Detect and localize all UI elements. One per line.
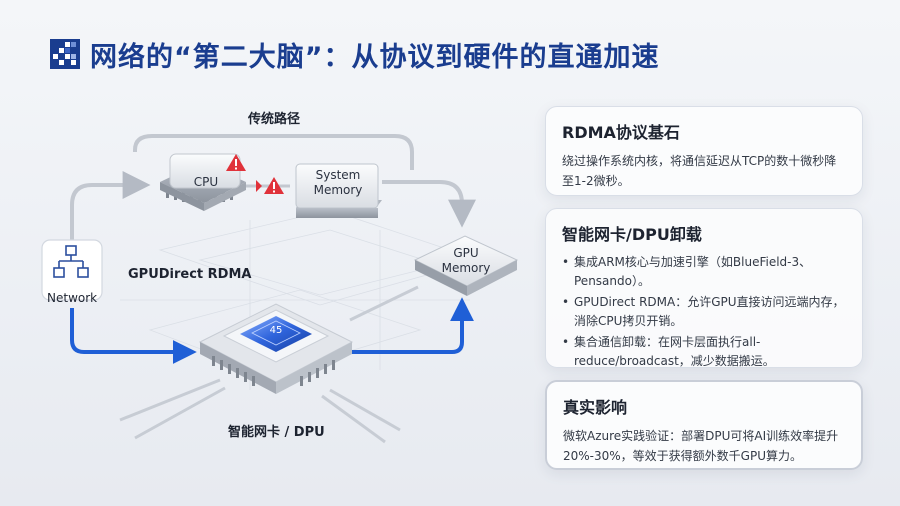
title-bar: 网络的“第二大脑”：从协议到硬件的直通加速 <box>50 34 660 74</box>
gpudirect-label: GPUDirect RDMA <box>128 267 252 282</box>
panel-rdma-heading: RDMA协议基石 <box>562 123 680 142</box>
network-topology-icon <box>53 245 89 278</box>
cpu-label: CPU <box>193 175 219 189</box>
smart-nic-chip <box>198 303 354 394</box>
cpu-chip <box>160 153 246 211</box>
chip-id-label: 45 <box>269 325 283 336</box>
gpudirect-path <box>70 297 474 364</box>
red-arrow-icon <box>256 180 262 192</box>
diagram-canvas <box>41 134 519 444</box>
network-node <box>41 239 103 301</box>
warning-icon <box>226 154 246 171</box>
gpu-memory-label: GPU Memory <box>441 246 491 275</box>
panel-rdma-body: 绕过操作系统内核，将通信延迟从TCP的数十微秒降至1-2微秒。 <box>562 154 837 188</box>
page-title: 网络的“第二大脑”：从协议到硬件的直通加速 <box>90 41 660 73</box>
panel-impact: 真实影响 微软Azure实践验证：部署DPU可将AI训练效率提升20%-30%，… <box>545 380 863 470</box>
list-item: 集成ARM核心与加速引擎（如BlueField-3、Pensando）。 <box>562 253 846 291</box>
panel-rdma: RDMA协议基石 绕过操作系统内核，将通信延迟从TCP的数十微秒降至1-2微秒。 <box>545 106 863 196</box>
pixel-logo-icon <box>50 39 80 69</box>
traditional-path-label: 传统路径 <box>248 112 301 127</box>
warning-icon <box>264 177 284 194</box>
list-item: GPUDirect RDMA：允许GPU直接访问远端内存，消除CPU拷贝开销。 <box>562 293 846 331</box>
panel-dpu: 智能网卡/DPU卸载 集成ARM核心与加速引擎（如BlueField-3、Pen… <box>545 208 863 368</box>
rdma-diagram: 传统路径 GPUDirect RDMA Network CPU System M… <box>0 90 540 506</box>
system-memory-block <box>295 163 382 218</box>
data-rays <box>119 285 419 444</box>
panel-dpu-list: 集成ARM核心与加速引擎（如BlueField-3、Pensando）。 GPU… <box>562 253 846 371</box>
panel-impact-body: 微软Azure实践验证：部署DPU可将AI训练效率提升20%-30%，等效于获得… <box>563 429 839 463</box>
network-label: Network <box>47 291 98 305</box>
system-memory-label: System Memory <box>313 168 363 197</box>
traditional-path <box>70 134 476 242</box>
panel-dpu-heading: 智能网卡/DPU卸载 <box>562 225 702 244</box>
list-item: 集合通信卸载：在网卡层面执行all-reduce/broadcast，减少数据搬… <box>562 333 846 371</box>
gpu-memory-block <box>413 235 519 296</box>
panel-impact-heading: 真实影响 <box>563 398 628 417</box>
nic-label: 智能网卡 / DPU <box>228 425 325 440</box>
